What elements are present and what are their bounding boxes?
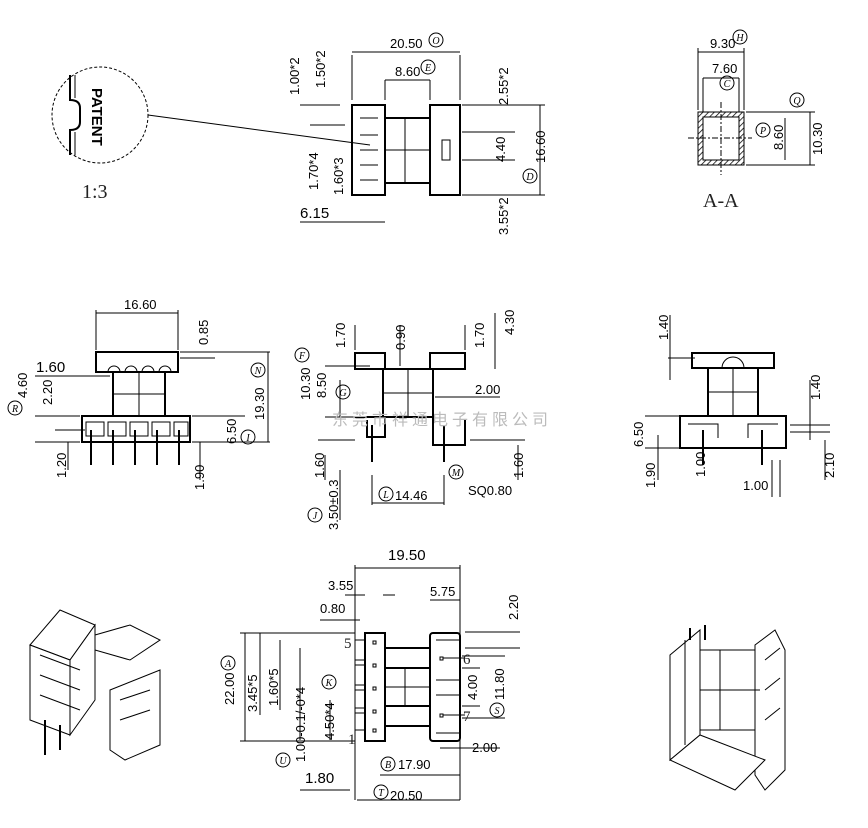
dim-label: 1.70*4 <box>306 152 321 190</box>
ref-marker: T <box>378 788 385 799</box>
dim-label: 1.50*2 <box>313 50 328 88</box>
dim-label: 17.90 <box>398 757 431 772</box>
dim-label: 1.00*2 <box>287 57 302 95</box>
pin-number: 5 <box>344 636 352 652</box>
watermark: 东莞市祥通电子有限公司 <box>332 410 552 429</box>
dim-label: 6.15 <box>300 205 329 222</box>
dim-label: 11.80 <box>492 668 507 700</box>
dim-label: 1.00 <box>693 452 708 477</box>
pin-number: 7 <box>463 709 471 725</box>
dim-label: 1.60*3 <box>331 157 346 195</box>
ref-marker: E <box>424 63 431 74</box>
dim-label: 3.50±0.3 <box>326 479 341 530</box>
dim-label: 1.40 <box>808 375 823 400</box>
dim-label: 1.60 <box>312 453 327 478</box>
dim-label: 0.90 <box>393 325 408 350</box>
ref-marker: K <box>325 678 334 689</box>
dim-label: 1.00-0.1/-0*4 <box>293 687 308 762</box>
dim-label: 4.60 <box>15 373 30 398</box>
top-view: 20.50 8.60 1.00*2 1.50*2 1.70*4 1.60*3 6… <box>287 32 548 235</box>
rear-view: 1.40 1.40 6.50 1.90 1.00 1.00 2.10 <box>631 315 837 497</box>
dim-label: 3.55*2 <box>496 197 511 235</box>
dim-label: 2.55*2 <box>496 67 511 105</box>
ref-marker: U <box>279 756 287 767</box>
dim-label: 10.30 <box>298 367 313 400</box>
dim-label: 2.00 <box>475 382 500 397</box>
dim-label: 20.50 <box>390 36 423 51</box>
dim-label: 1.90 <box>643 463 658 488</box>
dim-label: 8.60 <box>771 125 786 150</box>
ref-marker: C <box>724 79 731 90</box>
dim-label: 16.60 <box>124 297 157 312</box>
section-title: A-A <box>703 190 739 212</box>
dim-label: 3.45*5 <box>245 674 260 712</box>
dim-label: 8.60 <box>395 64 420 79</box>
dim-label: 8.50 <box>314 373 329 398</box>
pin-number: 1 <box>348 732 356 748</box>
dim-label: 4.30 <box>502 310 517 335</box>
dim-label: 1.40 <box>656 315 671 340</box>
dim-label: 1.80 <box>305 770 334 787</box>
dim-label: 14.46 <box>395 488 428 503</box>
isometric-view-left <box>29 609 161 761</box>
dim-label: 2.20 <box>40 380 55 405</box>
dim-label: 6.50 <box>224 419 239 444</box>
dim-label: 7.60 <box>712 61 737 76</box>
dim-label: 1.60*5 <box>266 668 281 706</box>
ref-marker: I <box>245 433 250 444</box>
dim-label: 4.50*4 <box>322 702 337 740</box>
ref-marker: G <box>339 388 346 399</box>
ref-marker: J <box>313 511 318 522</box>
dim-label: 1.90 <box>192 465 207 490</box>
dim-label: 1.20 <box>54 453 69 478</box>
ref-marker: D <box>525 172 534 183</box>
dim-label: 6.50 <box>631 422 646 447</box>
ref-marker: L <box>382 490 389 501</box>
dim-label: 4.40 <box>493 137 508 162</box>
dim-label: 2.20 <box>506 595 521 620</box>
bottom-view: 19.50 3.55 5.75 0.80 2.20 22.00 3.45*5 1… <box>220 547 521 803</box>
dim-label: 1.60 <box>36 359 65 376</box>
ref-marker: F <box>298 351 306 362</box>
dim-label: 16.60 <box>533 130 548 163</box>
dim-label: 1.70 <box>333 323 348 348</box>
ref-marker: R <box>11 404 18 415</box>
dim-label: 20.50 <box>390 788 423 803</box>
ref-marker: A <box>224 659 232 670</box>
dim-label: SQ0.80 <box>468 483 512 498</box>
detail-scale: 1:3 <box>82 181 108 203</box>
dim-label: 1.60 <box>511 453 526 478</box>
ref-marker: H <box>735 33 744 44</box>
ref-marker: S <box>495 706 500 717</box>
ref-marker: N <box>254 366 263 377</box>
dim-label: 5.75 <box>430 584 455 599</box>
dim-label: 19.50 <box>388 547 426 564</box>
isometric-view-right <box>669 625 786 791</box>
dim-label: 2.00 <box>472 740 497 755</box>
ref-marker: B <box>385 760 391 771</box>
dim-label: 19.30 <box>252 387 267 420</box>
pin-number: 6 <box>463 652 471 668</box>
ref-marker: P <box>759 126 766 137</box>
detail-view: PATENT 1:3 <box>51 66 371 203</box>
dim-label: 1.70 <box>472 323 487 348</box>
dim-label: 2.10 <box>822 453 837 478</box>
dim-label: 10.30 <box>810 122 825 155</box>
dim-label: 4.00 <box>465 675 480 700</box>
ref-marker: O <box>432 36 439 47</box>
dim-label: 3.55 <box>328 578 353 593</box>
dim-label: 0.80 <box>320 601 345 616</box>
ref-marker: M <box>451 468 461 479</box>
dim-label: 0.85 <box>196 320 211 345</box>
front-view: 16.60 0.85 1.60 4.60 2.20 19.30 6.50 1.2… <box>7 297 270 490</box>
dim-label: 1.00 <box>743 478 768 493</box>
patent-text: PATENT <box>88 88 105 146</box>
dim-label: 22.00 <box>222 672 237 705</box>
dim-label: 9.30 <box>710 36 735 51</box>
ref-marker: Q <box>793 96 801 107</box>
section-view: 9.30 7.60 8.60 10.30 H C P Q A-A <box>688 29 825 212</box>
side-view: 东莞市祥通电子有限公司 1.70 0.90 1.70 4.30 10.30 8.… <box>294 310 552 530</box>
